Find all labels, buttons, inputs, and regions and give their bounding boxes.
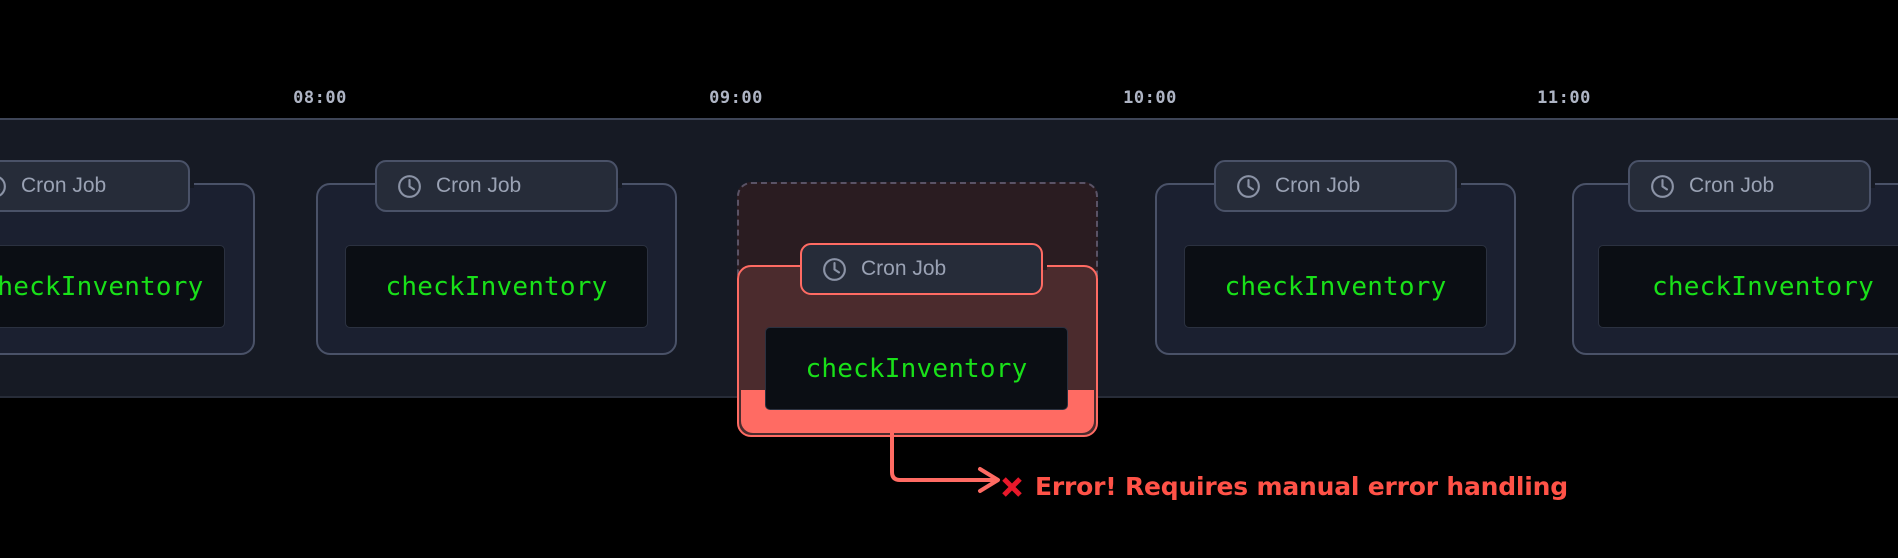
error-callout-connector [890,422,1000,493]
error-callout-message: Error! Requires manual error handling [1035,472,1568,501]
job-name-label: checkInventory [385,271,608,302]
job-name-label: checkInventory [0,271,204,302]
job-code-block[interactable]: checkInventory [345,245,648,328]
time-tick-1100: 11:00 [1537,88,1591,108]
clock-icon [1237,174,1260,198]
clock-icon [0,175,6,197]
cross-mark-icon [1002,476,1022,497]
job-name-label: checkInventory [1652,271,1874,302]
cron-job-badge-label: Cron Job [436,174,522,197]
cron-job-badge-label: Cron Job [1689,174,1775,197]
job-code-block[interactable]: checkInventory [1598,245,1898,328]
clock-icon [1651,174,1674,198]
clock-icon [823,257,846,281]
time-tick-1000: 10:00 [1123,88,1177,108]
cron-job-badge[interactable]: Cron Job [1214,160,1457,212]
time-tick-0800: 08:00 [293,88,347,108]
clock-icon [398,174,421,198]
job-code-block[interactable]: checkInventory [765,327,1068,410]
time-ruler: 08:00 09:00 10:00 11:00 [0,0,1898,118]
error-callout: Error! Requires manual error handling [1000,472,1568,501]
job-name-label: checkInventory [805,353,1028,384]
cron-job-badge[interactable]: Cron Job [1628,160,1871,212]
job-code-block[interactable]: checkInventory [1184,245,1487,328]
job-name-label: checkInventory [1224,271,1447,302]
cron-job-badge[interactable]: Cron Job [0,160,190,212]
cron-job-badge-label: Cron Job [861,257,947,280]
cron-job-badge-label: Cron Job [21,174,107,197]
cron-job-badge-label: Cron Job [1275,174,1361,197]
cron-job-badge[interactable]: Cron Job [375,160,618,212]
cron-job-badge[interactable]: Cron Job [800,243,1043,295]
time-tick-0900: 09:00 [709,88,763,108]
job-code-block[interactable]: checkInventory [0,245,225,328]
